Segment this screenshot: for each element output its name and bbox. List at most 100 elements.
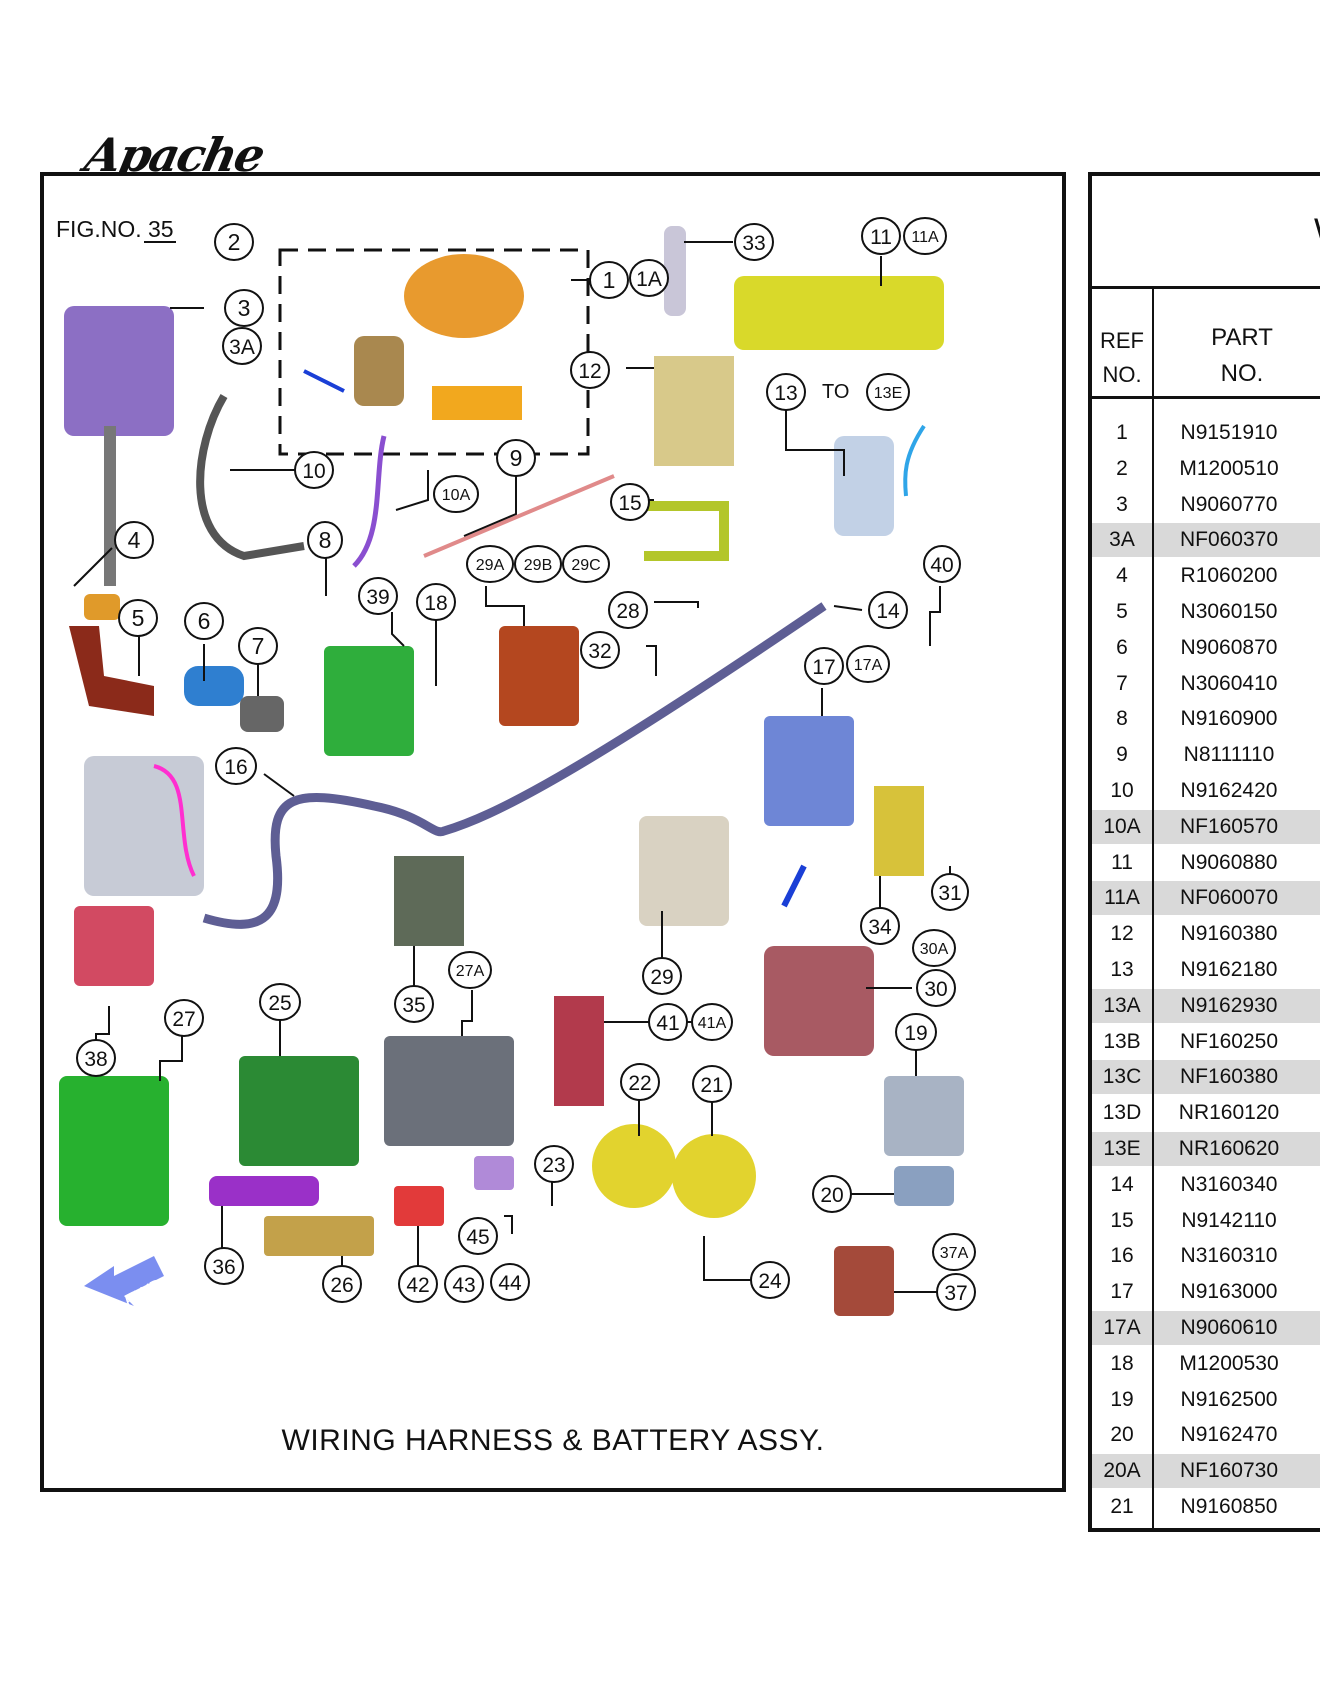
ref-no-cell: 20 [1110,1423,1134,1447]
svg-text:11: 11 [870,226,892,249]
part-no-cell: N9162500 [1180,1387,1278,1411]
part-no-cell: N9142110 [1181,1208,1277,1232]
ref-no-cell: 2 [1116,456,1128,480]
svg-text:29B: 29B [524,557,552,574]
part-no-cell: N9060610 [1180,1316,1278,1339]
svg-text:29: 29 [650,966,673,989]
ref-no-cell: 13B [1103,1029,1141,1053]
callout-43: 43 [444,1265,484,1303]
part-no-cell: NF160730 [1179,1459,1279,1483]
part-no-cell: N3160340 [1180,1172,1278,1196]
part-37 [834,1246,894,1316]
callout-31: 31 [931,873,969,911]
svg-text:25: 25 [268,992,291,1015]
part-34 [874,786,924,876]
part-22-horn [592,1124,676,1208]
part-29 [639,816,729,926]
ref-no-cell: 11 [1111,850,1133,874]
part-no-cell: N3160310 [1180,1244,1278,1268]
svg-text:31: 31 [938,882,961,905]
table-row: 7 N3060410 [1092,667,1320,701]
table-title-text: W [1314,212,1320,251]
callout-3: 3 [224,289,264,327]
callout-27: 27 [164,999,204,1037]
callout-37a: 37A [932,1233,976,1271]
part-no-cell: N3060410 [1180,671,1278,695]
figure-number: FIG.NO. 35 [56,216,174,242]
exploded-diagram-panel: FIG.NO. 35 [40,172,1066,1492]
svg-text:42: 42 [406,1274,429,1297]
callout-13e: 13E [866,373,910,411]
callout-34: 34 [860,907,900,945]
ref-no-cell: 3A [1109,528,1135,552]
part-no-cell: NR160120 [1178,1101,1280,1125]
svg-text:1A: 1A [636,268,662,291]
callout-10a: 10A [433,475,479,513]
part-11-ecu [734,276,944,350]
part-no-cell: NR160620 [1178,1137,1280,1160]
ref-no-cell: 12 [1110,922,1134,946]
part-no-cell: N9162180 [1180,958,1278,981]
callout-24: 24 [750,1261,790,1299]
part-16-area [84,756,204,896]
svg-text:5: 5 [132,605,145,631]
ref-no-cell: 7 [1116,671,1128,695]
svg-text:35: 35 [402,994,425,1017]
callout-28: 28 [608,591,648,629]
figure-caption: WIRING HARNESS & BATTERY ASSY. [281,1424,825,1457]
callout-29: 29 [642,957,682,995]
svg-text:22: 22 [628,1072,651,1095]
svg-text:19: 19 [904,1022,927,1045]
part-15 [644,501,729,561]
fwd-arrow-icon [84,1256,164,1306]
part-no-cell: NF160380 [1179,1065,1279,1089]
part-no-cell: N9060880 [1180,850,1278,874]
callout-2: 2 [214,223,254,261]
svg-text:34: 34 [868,916,892,939]
callout-12: 12 [570,351,610,389]
callout-20: 20 [812,1175,852,1213]
part-33 [664,226,686,316]
part-no-cell: N9060870 [1180,635,1278,659]
ref-no-cell: 11A [1104,886,1140,910]
svg-text:26: 26 [330,1274,353,1297]
svg-text:29A: 29A [476,557,505,574]
callout-25: 25 [259,983,301,1021]
ref-no-cell: 5 [1116,600,1128,623]
svg-text:8: 8 [319,527,332,553]
svg-text:37A: 37A [940,1245,969,1262]
part-30 [764,946,874,1056]
callout-44: 44 [490,1263,530,1301]
svg-text:9: 9 [510,445,523,471]
ref-no-cell: 18 [1110,1351,1134,1375]
part-no-cell: M1200510 [1179,456,1279,480]
ref-no-cell: 17A [1103,1316,1141,1339]
svg-text:45: 45 [466,1226,489,1249]
ref-no-cell: 17 [1110,1280,1134,1304]
part-10-cable [196,393,305,561]
callout-30: 30 [916,969,956,1007]
svg-text:28: 28 [616,600,639,623]
callout-3a: 3A [222,327,262,365]
part-12 [654,356,734,466]
callout-10: 10 [294,451,334,489]
part-10A-cable [352,435,387,568]
svg-text:12: 12 [578,360,601,383]
part-no-cell: R1060200 [1180,564,1278,588]
svg-text:2: 2 [228,229,241,255]
callout-7: 7 [238,627,278,665]
svg-text:38: 38 [84,1048,107,1071]
svg-text:21: 21 [700,1074,723,1097]
part-38 [74,906,154,986]
svg-text:3A: 3A [229,336,255,359]
part-19 [884,1076,964,1156]
callout-41a: 41A [691,1003,733,1041]
callout-35: 35 [394,985,434,1023]
